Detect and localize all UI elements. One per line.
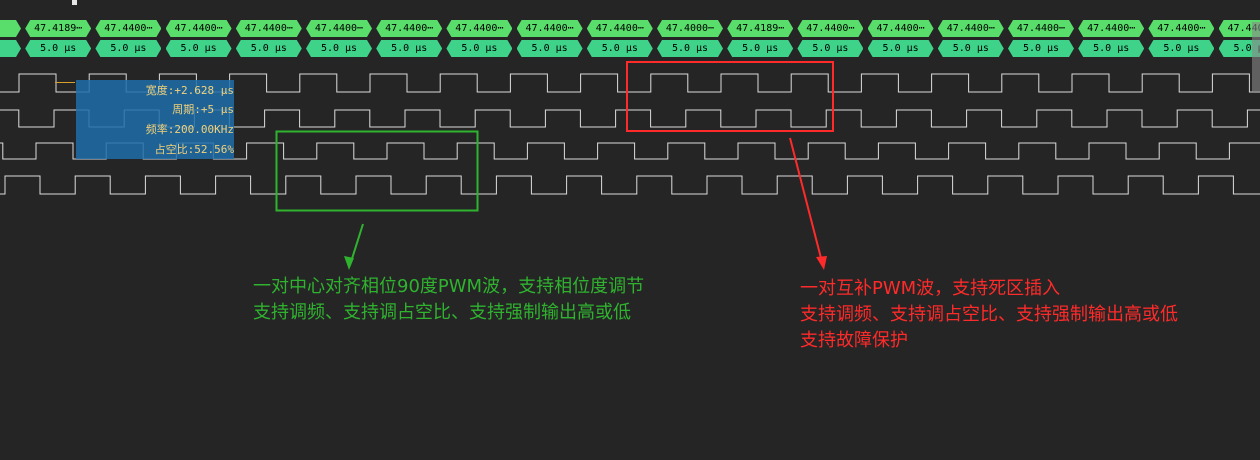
period-label: 5.0 μs: [586, 40, 653, 57]
frequency-label: 47.4400⋯: [306, 20, 372, 37]
frequency-label: 47.4400⋯: [376, 20, 443, 37]
period-label: 5.0 μs: [165, 40, 232, 57]
period-label: 5.0 μs: [1148, 40, 1215, 57]
red-arrow-head: [816, 256, 827, 270]
frequency-label: 47.4400⋯: [937, 20, 1004, 37]
period-label: 5.0 μs: [1218, 40, 1260, 57]
cursor-marker[interactable]: [55, 82, 75, 83]
period-label: s: [0, 40, 21, 57]
frequency-label: [0, 20, 21, 37]
period-label: 5.0 μs: [516, 40, 583, 57]
green-arrow-head: [344, 256, 354, 270]
red-highlight-box: [626, 61, 834, 132]
measure-frequency: 频率:200.00KHz: [145, 123, 234, 136]
period-label: 5.0 μs: [1008, 40, 1074, 57]
green-annotation-line-2: 支持调频、支持调占空比、支持强制输出高或低: [253, 302, 631, 323]
measurement-tooltip: 宽度:+2.628 μs 周期:+5 μs 频率:200.00KHz 占空比:5…: [76, 80, 234, 159]
red-annotation-line-3: 支持故障保护: [800, 330, 908, 351]
period-label: 5.0 μs: [867, 40, 934, 57]
period-label: 5.0 μs: [235, 40, 302, 57]
frequency-label: 47.4400⋯: [516, 20, 583, 37]
frequency-label: 47.4400⋯: [867, 20, 934, 37]
red-annotation: 一对互补PWM波，支持死区插入 支持调频、支持调占空比、支持强制输出高或低 支持…: [800, 276, 1178, 354]
frequency-label: 47.4400⋯: [1078, 20, 1145, 37]
frequency-label: 47.4400⋯: [1148, 20, 1215, 37]
frequency-label: 47.4400⋯: [95, 20, 162, 37]
measure-duty: 占空比:52.56%: [154, 143, 234, 156]
period-label: 5.0 μs: [95, 40, 162, 57]
frequency-label: 47.4400⋯: [235, 20, 302, 37]
frequency-label: 47.4400⋯: [1218, 20, 1260, 37]
red-annotation-line-1: 一对互补PWM波，支持死区插入: [800, 278, 1061, 299]
period-label: 5.0 μs: [797, 40, 864, 57]
waveform-channel-2: [0, 142, 1260, 160]
waveform-channel-3: [0, 175, 1260, 195]
frequency-label: 47.4400⋯: [797, 20, 864, 37]
measure-width: 宽度:+2.628 μs: [145, 84, 234, 97]
green-annotation: 一对中心对齐相位90度PWM波，支持相位度调节 支持调频、支持调占空比、支持强制…: [253, 274, 644, 326]
frequency-decode-lane: 47.4189⋯47.4400⋯47.4400⋯47.4400⋯47.4400⋯…: [0, 20, 1260, 38]
green-highlight-box: [275, 130, 479, 212]
frequency-label: 47.4189⋯: [727, 20, 794, 37]
period-label: 5.0 μs: [727, 40, 794, 57]
measure-period: 周期:+5 μs: [172, 103, 234, 116]
period-label: 5.0 μs: [25, 40, 92, 57]
period-label: 5.0 μs: [376, 40, 443, 57]
period-decode-lane: s5.0 μs5.0 μs5.0 μs5.0 μs5.0 μs5.0 μs5.0…: [0, 40, 1260, 58]
frequency-label: 47.4189⋯: [25, 20, 92, 37]
period-label: 5.0 μs: [1078, 40, 1145, 57]
period-label: 5.0 μs: [446, 40, 513, 57]
red-annotation-line-2: 支持调频、支持调占空比、支持强制输出高或低: [800, 304, 1178, 325]
period-label: 5.0 μs: [657, 40, 723, 57]
frequency-label: 47.4400⋯: [165, 20, 232, 37]
vertical-scrollbar[interactable]: [1252, 22, 1260, 92]
frequency-label: 47.4400⋯: [1008, 20, 1074, 37]
frequency-label: 47.4400⋯: [586, 20, 653, 37]
period-label: 5.0 μs: [937, 40, 1004, 57]
frequency-label: 47.4000⋯: [657, 20, 723, 37]
period-label: 5.0 μs: [306, 40, 372, 57]
red-arrow-line: [789, 137, 823, 263]
frequency-label: 47.4400⋯: [446, 20, 513, 37]
timeline-marker[interactable]: [72, 0, 77, 5]
green-annotation-line-1: 一对中心对齐相位90度PWM波，支持相位度调节: [253, 276, 645, 297]
